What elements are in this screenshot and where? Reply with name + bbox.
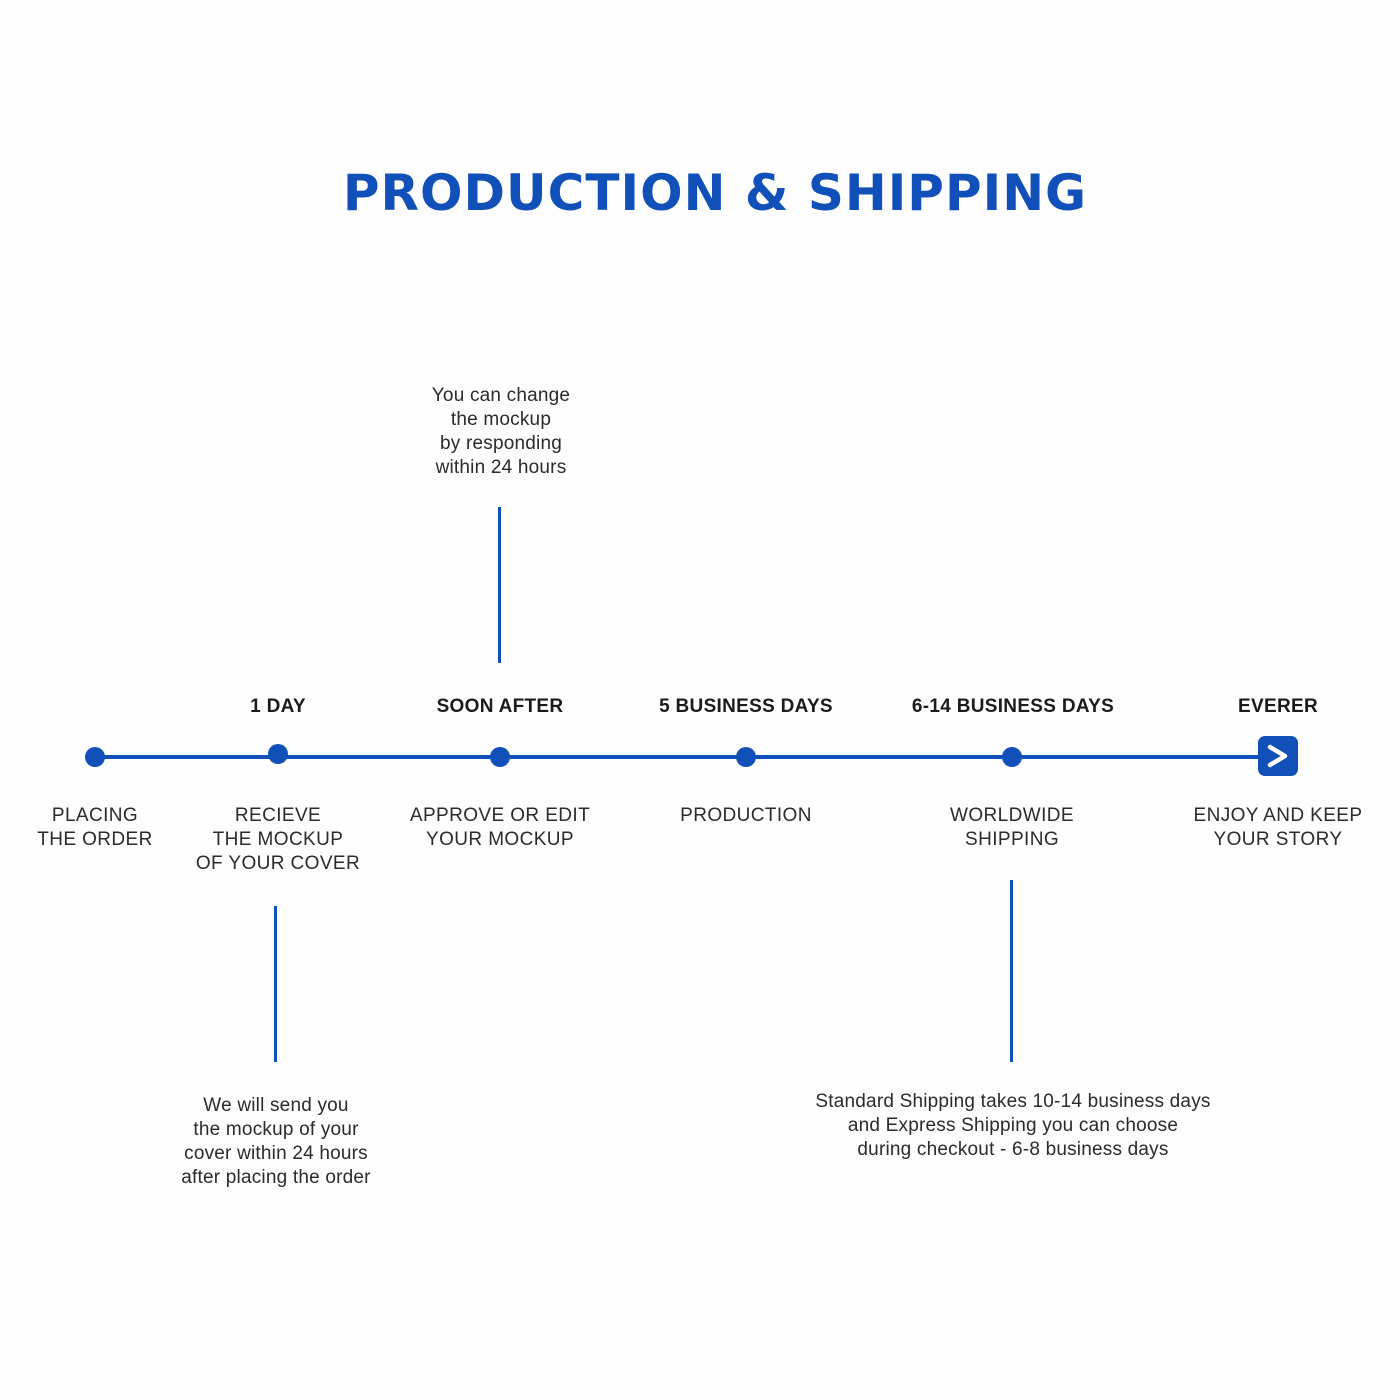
timeline-dot-shipping bbox=[1002, 747, 1022, 767]
connector-approve-mockup bbox=[498, 507, 501, 663]
connector-receive-mockup bbox=[274, 906, 277, 1062]
chevron-right-icon bbox=[1267, 744, 1288, 768]
timeline-dot-receive-mockup bbox=[268, 744, 288, 764]
period-label-1-day: 1 DAY bbox=[250, 696, 306, 717]
step-label-approve-mockup: APPROVE OR EDIT YOUR MOCKUP bbox=[409, 805, 591, 850]
note-approve-mockup: You can change the mockup by responding … bbox=[431, 385, 571, 478]
step-label-placing-order: PLACING THE ORDER bbox=[37, 805, 153, 850]
page-title: PRODUCTION & SHIPPING bbox=[342, 164, 1088, 222]
note-receive-mockup: We will send you the mockup of your cove… bbox=[181, 1095, 371, 1188]
period-label-6-14-business-days: 6-14 BUSINESS DAYS bbox=[911, 696, 1115, 717]
step-label-shipping: WORLDWIDE SHIPPING bbox=[950, 805, 1074, 850]
timeline-dot-placing-order bbox=[85, 747, 105, 767]
step-label-enjoy: ENJOY AND KEEP YOUR STORY bbox=[1193, 805, 1363, 850]
timeline-end-arrow bbox=[1258, 736, 1298, 776]
step-label-receive-mockup: RECIEVE THE MOCKUP OF YOUR COVER bbox=[195, 805, 361, 874]
timeline-dot-production bbox=[736, 747, 756, 767]
period-label-everer: EVERER bbox=[1238, 696, 1318, 717]
note-shipping: Standard Shipping takes 10-14 business d… bbox=[815, 1091, 1211, 1160]
connector-shipping bbox=[1010, 880, 1013, 1062]
period-label-5-business-days: 5 BUSINESS DAYS bbox=[659, 696, 833, 717]
period-label-soon-after: SOON AFTER bbox=[436, 696, 564, 717]
timeline-line bbox=[95, 755, 1265, 759]
timeline-dot-approve-mockup bbox=[490, 747, 510, 767]
step-label-production: PRODUCTION bbox=[680, 805, 812, 826]
